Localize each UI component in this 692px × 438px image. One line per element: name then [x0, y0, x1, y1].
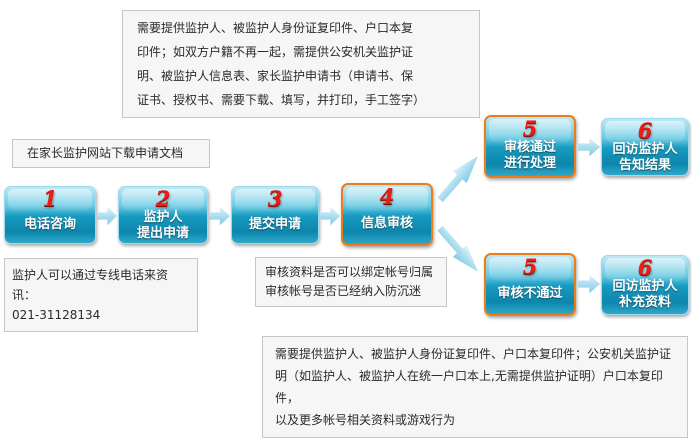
callout-download-note: 在家长监护网站下载申请文档 [12, 139, 210, 168]
step-label: 提交申请 [248, 216, 301, 232]
step-number: 3 [267, 186, 283, 211]
step-label: 回访监护人 告知结果 [612, 142, 678, 173]
callout-required-documents-top: 需要提供监护人、被监护人身份证复印件、户口本复 印件；如双方户籍不再一起，需提供… [122, 10, 480, 118]
step-box-review-failed: 5 审核不通过 [484, 253, 576, 316]
step-number: 5 [522, 254, 538, 279]
step-number: 4 [379, 184, 395, 209]
arrow-right-icon [209, 206, 230, 226]
step-number: 6 [637, 118, 653, 143]
step-number: 6 [637, 255, 653, 280]
arrow-right-icon [578, 274, 600, 294]
arrow-right-icon [578, 137, 600, 157]
step-number: 1 [42, 186, 58, 211]
step-box-phone-consult: 1 电话咨询 [4, 186, 96, 244]
callout-required-documents-bottom: 需要提供监护人、被监护人身份证复印件、户口本复印件；公安机关监护证 明（如监护人… [262, 336, 688, 438]
step-number: 5 [522, 116, 538, 141]
step-box-callback-supplement: 6 回访监护人 补充资料 [601, 255, 689, 315]
step-box-callback-result: 6 回访监护人 告知结果 [601, 118, 689, 176]
step-box-review-passed: 5 审核通过 进行处理 [484, 115, 576, 178]
step-label: 审核通过 进行处理 [503, 140, 556, 171]
arrow-right-icon [97, 206, 117, 226]
step-label: 监护人 提出申请 [136, 210, 189, 241]
callout-review-criteria: 审核资料是否可以绑定帐号归属 审核帐号是否已经纳入防沉迷 [255, 257, 447, 307]
arrow-up-right-icon [432, 150, 485, 207]
callout-phone-hotline: 监护人可以通过专线电话来资讯： 021-31128134 [4, 258, 198, 332]
step-box-guardian-apply: 2 监护人 提出申请 [118, 186, 208, 244]
step-label: 回访监护人 补充资料 [612, 279, 678, 310]
step-label: 审核不通过 [497, 286, 563, 301]
step-label: 信息审核 [360, 216, 413, 231]
step-box-submit-application: 3 提交申请 [231, 186, 319, 244]
step-box-info-review: 4 信息审核 [341, 183, 433, 246]
guardian-process-flowchart: 需要提供监护人、被监护人身份证复印件、户口本复 印件；如双方户籍不再一起，需提供… [4, 10, 689, 438]
arrow-right-icon [320, 206, 340, 226]
step-label: 电话咨询 [23, 216, 76, 232]
step-number: 2 [155, 186, 171, 211]
